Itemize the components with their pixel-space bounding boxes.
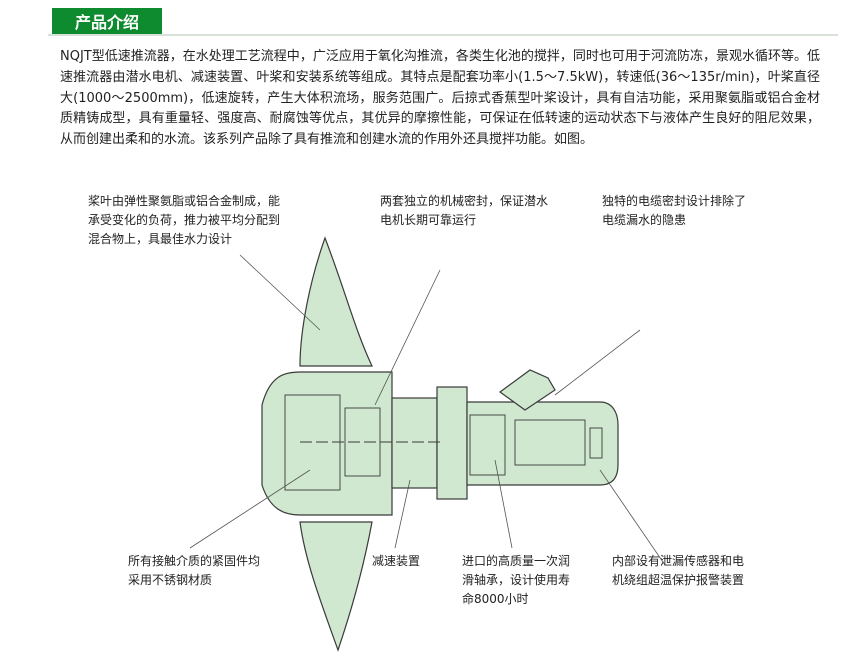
callout-sensor: 内部设有泄漏传感器和电 机绕组超温保护报警装置 bbox=[612, 554, 745, 587]
intro-paragraph: NQJT型低速推流器，在水处理工艺流程中，广泛应用于氧化沟推流，各类生化池的搅拌… bbox=[60, 49, 820, 148]
cable-gland bbox=[498, 369, 556, 411]
callout-reducer: 减速装置 bbox=[372, 554, 421, 568]
mixer-drawing bbox=[189, 236, 666, 652]
callout-cable: 独特的电缆密封设计排除了 电缆漏水的隐患 bbox=[602, 194, 747, 227]
leader-cable bbox=[554, 329, 641, 396]
callout-bearing: 进口的高质量一次润 滑轴承，设计使用寿 命8000小时 bbox=[462, 554, 571, 606]
leakage-sensor bbox=[589, 427, 603, 459]
callout-blade: 桨叶由弹性聚氨脂或铝合金制成，能 承受变化的负荷，推力被平均分配到 混合物上，具… bbox=[88, 194, 281, 246]
leader-seal bbox=[374, 269, 441, 406]
lower-blade bbox=[299, 521, 373, 652]
motor-winding bbox=[514, 419, 586, 466]
header-divider bbox=[48, 34, 838, 36]
callout-seal: 两套独立的机械密封，保证潜水 电机长期可靠运行 bbox=[380, 194, 549, 227]
reducer-housing bbox=[391, 397, 438, 489]
leader-sensor bbox=[599, 469, 666, 566]
propeller-hub bbox=[261, 371, 393, 516]
leader-fasteners bbox=[189, 469, 311, 549]
bearing-block bbox=[469, 414, 506, 476]
callout-fasteners: 所有接触介质的紧固件均 采用不锈钢材质 bbox=[128, 554, 261, 587]
section-title: 产品介绍 bbox=[52, 8, 162, 34]
leader-blade bbox=[239, 254, 321, 331]
hub-internal bbox=[284, 394, 341, 491]
leader-bearing bbox=[494, 459, 513, 549]
leader-reducer bbox=[394, 479, 411, 549]
motor-flange bbox=[436, 386, 468, 500]
motor-body bbox=[466, 401, 619, 486]
upper-blade bbox=[299, 236, 373, 367]
mixer-diagram: 桨叶由弹性聚氨脂或铝合金制成，能 承受变化的负荷，推力被平均分配到 混合物上，具… bbox=[0, 180, 850, 662]
